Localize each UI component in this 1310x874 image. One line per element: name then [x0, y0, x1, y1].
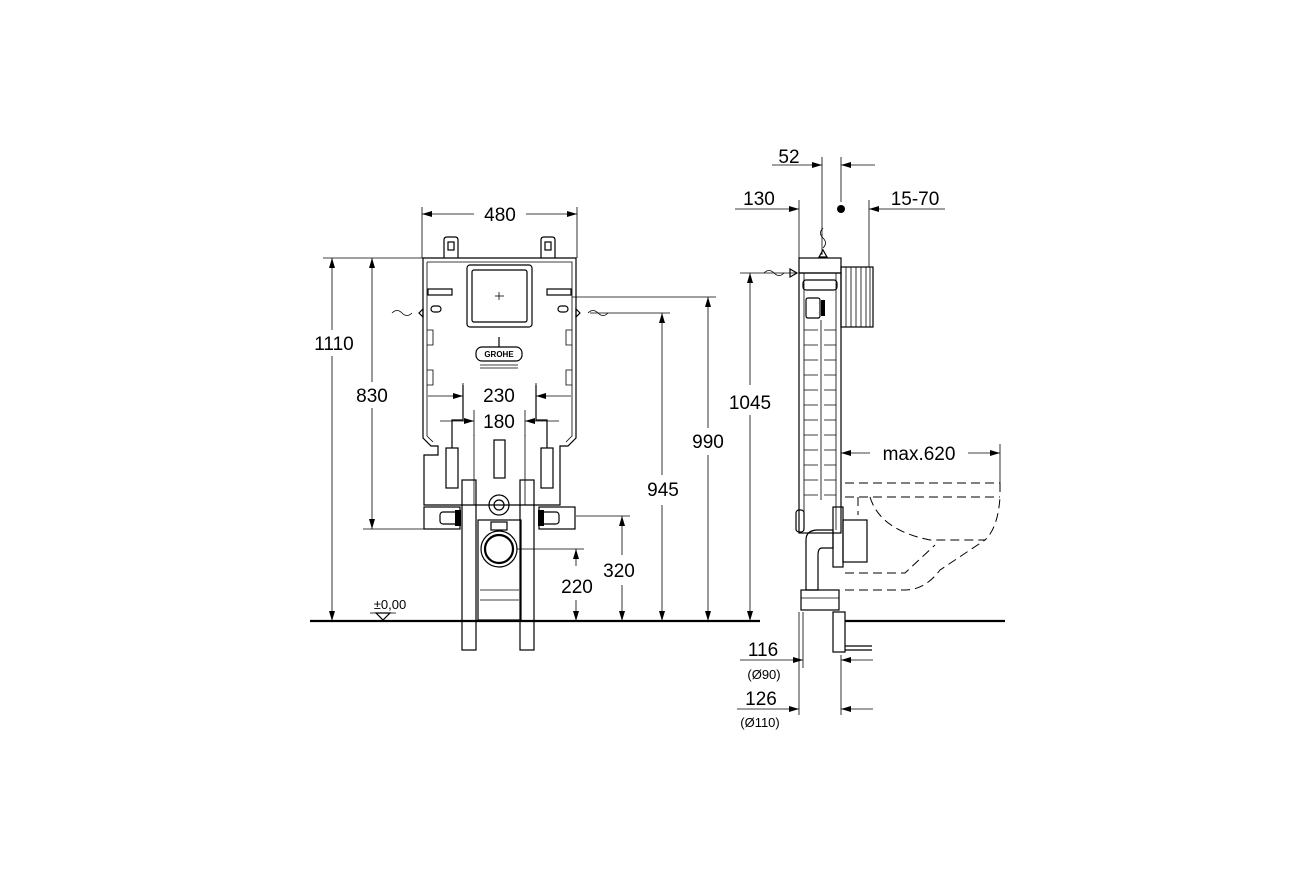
- dim-830: 830: [356, 258, 460, 530]
- label-diameter-90: (Ø90): [747, 667, 780, 682]
- dim-126: 126 (Ø110): [737, 612, 873, 730]
- threaded-stud: [840, 266, 874, 328]
- dim-230: 230: [428, 383, 571, 410]
- dim-945: 945: [590, 312, 679, 621]
- label-180: 180: [483, 412, 515, 433]
- dim-52: 52: [772, 147, 875, 255]
- side-lower-fittings: [795, 506, 872, 653]
- floor-level-marker: ±0,00: [370, 597, 406, 621]
- dim-130: 130: [735, 189, 800, 258]
- label-220: 220: [561, 577, 593, 598]
- frame-outline: [422, 257, 577, 506]
- dim-990: 990: [572, 296, 724, 621]
- grohe-logo: GROHE: [475, 337, 523, 369]
- top-hangers: [443, 236, 556, 258]
- logo-text: GROHE: [484, 350, 514, 359]
- dim-320: 320: [576, 515, 635, 621]
- label-480: 480: [484, 205, 516, 226]
- label-945: 945: [647, 480, 679, 501]
- label-990: 990: [692, 432, 724, 453]
- frame-legs: [423, 479, 576, 651]
- frame-notches: [427, 329, 572, 386]
- inspection-opening: [466, 264, 533, 328]
- side-view: 52 130 15-70 1045: [729, 147, 1001, 730]
- label-diameter-110: (Ø110): [740, 715, 780, 730]
- side-slats: [804, 329, 836, 496]
- dim-15-70: 15-70: [868, 189, 945, 267]
- label-126: 126: [745, 689, 777, 710]
- drain-pipe: [477, 494, 522, 621]
- wc-bowl-outline: [845, 482, 1001, 591]
- label-max-620: max.620: [883, 444, 956, 465]
- label-52: 52: [778, 147, 799, 168]
- side-frame: [798, 257, 842, 534]
- dim-180: 180: [440, 410, 559, 436]
- label-320: 320: [603, 561, 635, 582]
- label-1045: 1045: [729, 393, 771, 414]
- dim-1110: 1110: [314, 257, 423, 621]
- water-connections: [391, 288, 609, 319]
- label-130: 130: [743, 189, 775, 210]
- label-116: 116: [748, 640, 778, 661]
- dim-1045: 1045: [729, 272, 797, 621]
- dim-220: 220: [517, 548, 593, 621]
- dim-116: 116 (Ø90): [740, 612, 873, 715]
- label-floor-level: ±0,00: [374, 597, 406, 612]
- dim-480: 480: [421, 205, 578, 258]
- label-830: 830: [356, 386, 388, 407]
- label-15-70: 15-70: [891, 189, 940, 210]
- front-view: GROHE: [314, 205, 724, 651]
- side-water-inlets: [763, 205, 845, 279]
- label-230: 230: [483, 386, 515, 407]
- label-1110: 1110: [314, 334, 353, 355]
- dim-max-620: max.620: [841, 444, 1001, 483]
